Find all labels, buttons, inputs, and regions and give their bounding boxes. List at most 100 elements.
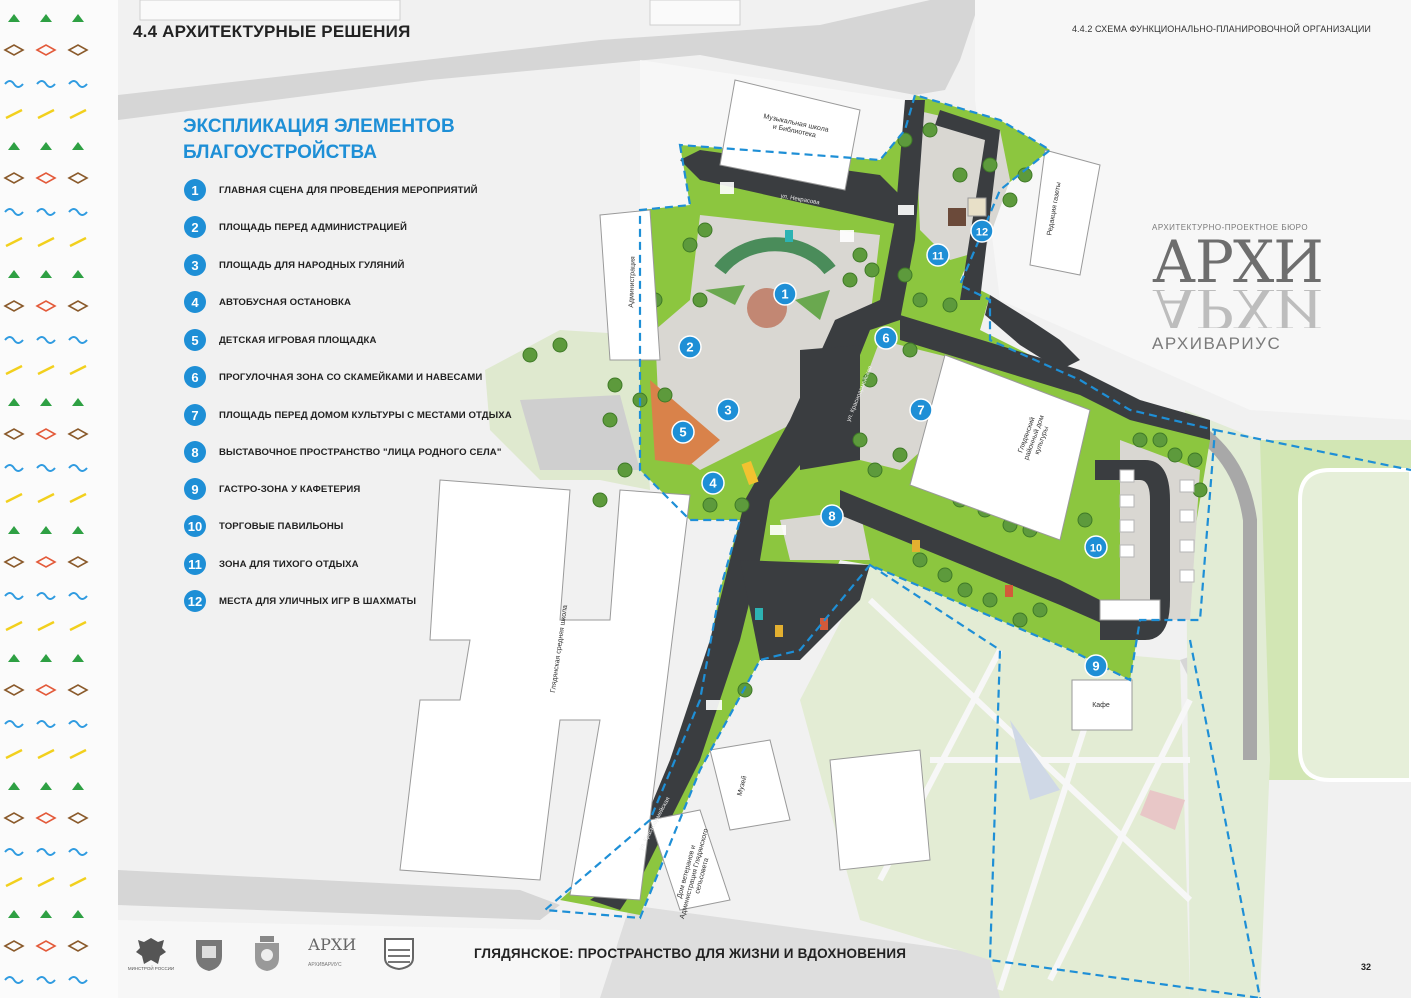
brand-logo: АРХИТЕКТУРНО-ПРОЕКТНОЕ БЮРО АРХИ АРХИ АР… [1152,223,1324,354]
crosswalk [720,182,734,194]
plan-marker-6: 6 [874,326,898,350]
legend-title-line1: ЭКСПЛИКАЦИЯ ЭЛЕМЕНТОВ [183,116,455,137]
legend-number-badge: 11 [184,553,206,575]
page-number: 32 [1360,962,1371,972]
crosswalk [770,525,786,535]
amphitheatre-seating [714,237,836,275]
road-east [900,315,1210,440]
legend-number-badge: 6 [184,366,206,388]
legend-item: 6 ПРОГУЛОЧНАЯ ЗОНА СО СКАМЕЙКАМИ И НАВЕСА… [184,366,482,388]
lot-southwest [118,920,560,998]
plan-marker-9: 9 [1084,654,1108,678]
svg-text:10: 10 [1090,543,1102,555]
parking-central [800,345,860,470]
existing-road-south [600,905,1030,998]
plan-marker-2: 2 [678,335,702,359]
existing-road-southwest [118,870,560,920]
legend-item: 3 ПЛОЩАДЬ ДЛЯ НАРОДНЫХ ГУЛЯНИЙ [184,254,405,276]
road-northeast [935,110,1000,300]
building-culture-house [909,354,1091,541]
crosswalk [840,230,854,242]
lawn [795,290,830,320]
plan-marker-8: 8 [820,504,844,528]
village-emblem-icon [382,936,416,974]
legend-label: ТОРГОВЫЕ ПАВИЛЬОНЫ [219,520,344,532]
legend-number-badge: 4 [184,291,206,313]
minstroy-emblem-icon: МИНСТРОЙ РОССИИ [128,936,174,974]
project-boundary-park [869,564,1261,998]
logo-wordmark: АРХИ [308,935,357,954]
legend-number-badge: 5 [184,329,206,351]
legend-label: МЕСТА ДЛЯ УЛИЧНЫХ ИГР В ШАХМАТЫ [219,595,417,607]
svg-text:8: 8 [828,509,835,524]
plan-marker-11: 11 [926,243,950,267]
label-cafe: Кафе [1092,702,1110,709]
existing-road-north [118,0,980,120]
legend-number-badge: 3 [184,254,206,276]
parking-lot-west [520,395,640,470]
legend-label: ГАСТРО-ЗОНА У КАФЕТЕРИЯ [219,483,361,495]
brand-name: АРХИВАРИУС [1152,334,1282,353]
building-school [399,479,691,901]
legend-item: 10 ТОРГОВЫЕ ПАВИЛЬОНЫ [184,515,343,537]
plan-marker-7: 7 [909,398,933,422]
project-boundary-east [1214,428,1411,472]
lawn [705,285,745,305]
legend-number-badge: 12 [184,590,206,612]
svg-text:9: 9 [1092,659,1099,674]
parking-south [740,560,870,660]
legend-item: 11 ЗОНА ДЛЯ ТИХОГО ОТДЫХА [184,553,359,575]
legend-title-line2: БЛАГОУСТРОЙСТВА [183,142,377,163]
partner-logos: МИНСТРОЙ РОССИИ АРХИ АРХИВАРИУС [128,936,440,976]
svg-text:11: 11 [932,251,944,263]
road-southeast [840,490,1140,640]
plan-marker-12: 12 [970,219,994,243]
svg-text:7: 7 [917,403,924,418]
stadium-track [1298,468,1411,782]
legend-number-badge: 8 [184,441,206,463]
legend-number-badge: 2 [184,216,206,238]
building-council [649,809,731,911]
legend-label: ПЛОЩАДЬ ПЕРЕД АДМИНИСТРАЦИЕЙ [219,221,407,233]
svg-text:3: 3 [724,403,731,418]
legend-label: АВТОБУСНАЯ ОСТАНОВКА [219,296,351,308]
legend-number-badge: 1 [184,179,206,201]
legend-label: ЗОНА ДЛЯ ТИХОГО ОТДЫХА [219,558,359,570]
building-administration [599,209,661,361]
legend-label: ГЛАВНАЯ СЦЕНА ДЛЯ ПРОВЕДЕНИЯ МЕРОПРИЯТИЙ [219,184,478,196]
legend-number-badge: 10 [184,515,206,537]
legend-label: ВЫСТАВОЧНОЕ ПРОСТРАНСТВО "ЛИЦА РОДНОГО С… [219,446,502,458]
building-southeast [829,749,931,871]
block [649,0,741,26]
legend-item: 4 АВТОБУСНАЯ ОСТАНОВКА [184,291,351,313]
plan-marker-5: 5 [671,420,695,444]
legend-item: 1 ГЛАВНАЯ СЦЕНА ДЛЯ ПРОВЕДЕНИЯ МЕРОПРИЯТИ… [184,179,478,201]
road-loop [1095,460,1170,640]
legend-item: 2 ПЛОЩАДЬ ПЕРЕД АДМИНИСТРАЦИЕЙ [184,216,407,238]
bus [741,460,759,486]
svg-text:1: 1 [781,287,788,302]
svg-text:6: 6 [882,331,889,346]
plan-marker-1: 1 [773,282,797,306]
legend-label: ПРОГУЛОЧНАЯ ЗОНА СО СКАМЕЙКАМИ И НАВЕСАМ… [219,371,483,383]
legend-label: ПЛОЩАДЬ ПЕРЕД ДОМОМ КУЛЬТУРЫ С МЕСТАМИ О… [219,409,512,421]
svg-text:12: 12 [976,227,988,239]
project-boundary-southeast [1188,639,1262,998]
chess-table [948,208,966,226]
legend-label: ДЕТСКАЯ ИГРОВАЯ ПЛОЩАДКА [219,334,377,346]
legend-label: ПЛОЩАДЬ ДЛЯ НАРОДНЫХ ГУЛЯНИЙ [219,259,405,271]
svg-text:5: 5 [679,425,686,440]
arkhivarius-logo: АРХИ АРХИВАРИУС [308,936,358,974]
lot-northeast [975,0,1411,420]
park-feature [1140,790,1185,830]
crosswalk [706,700,722,710]
paving-central-square [655,215,880,470]
pavilion [1099,599,1161,621]
plan-marker-3: 3 [716,398,740,422]
building-cafe [1071,679,1133,731]
paving-exhibition [780,510,870,560]
legend-title: ЭКСПЛИКАЦИЯ ЭЛЕМЕНТОВ БЛАГОУСТРОЙСТВА [183,114,513,166]
plan-marker-4: 4 [701,471,725,495]
